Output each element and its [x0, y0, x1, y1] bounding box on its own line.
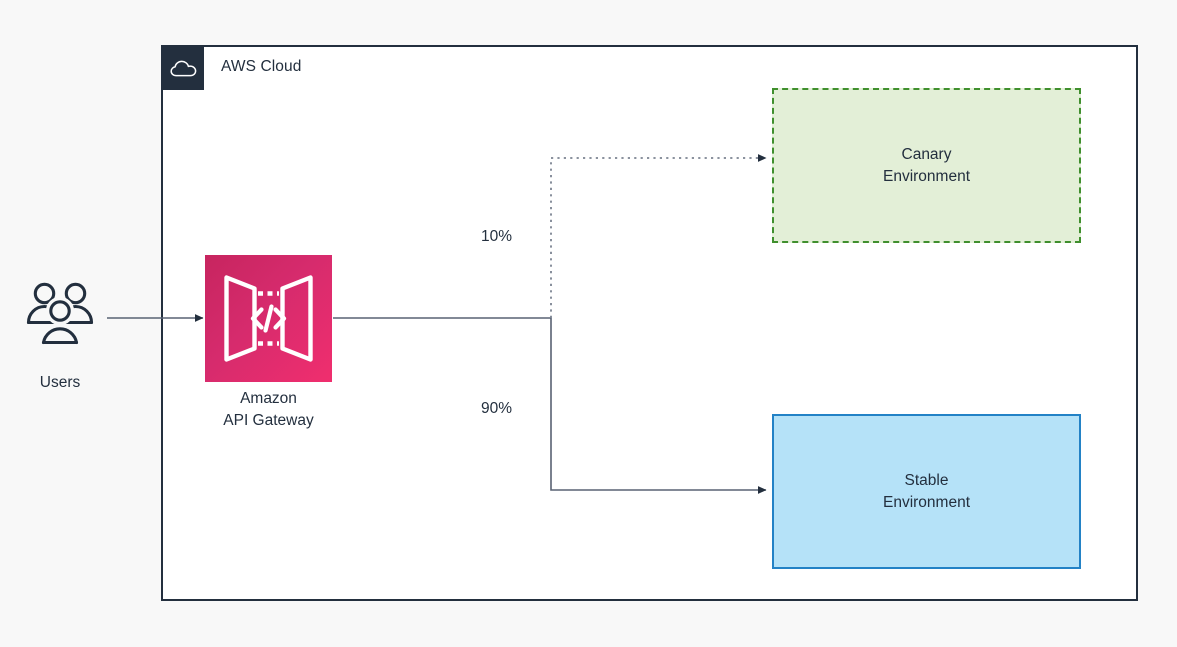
stable-environment-label-line1: Stable	[904, 471, 949, 489]
stable-traffic-percent-label: 90%	[481, 400, 513, 417]
api-gateway-icon	[205, 255, 332, 382]
users-group[interactable]: Users	[14, 278, 106, 396]
canary-environment-label: Canary Environment	[883, 144, 970, 188]
aws-cloud-label: AWS Cloud	[221, 58, 302, 75]
api-gateway-label-line1: Amazon	[240, 390, 297, 407]
stable-environment-label-line2: Environment	[882, 493, 970, 511]
aws-cloud-icon	[163, 47, 204, 90]
canary-traffic-percent-label: 10%	[481, 228, 513, 245]
stable-environment-box[interactable]: Stable Environment	[772, 414, 1081, 569]
stable-environment-label: Stable Environment	[883, 470, 970, 514]
canary-environment-box[interactable]: Canary Environment	[772, 88, 1081, 243]
canary-environment-label-line1: Canary	[901, 145, 952, 163]
api-gateway-group[interactable]: Amazon API Gateway	[205, 255, 333, 435]
users-label: Users	[39, 374, 81, 391]
canary-environment-label-line2: Environment	[882, 167, 970, 185]
api-gateway-label: Amazon API Gateway	[187, 388, 350, 432]
users-icon	[26, 282, 94, 345]
api-gateway-label-line2: API Gateway	[223, 412, 314, 429]
